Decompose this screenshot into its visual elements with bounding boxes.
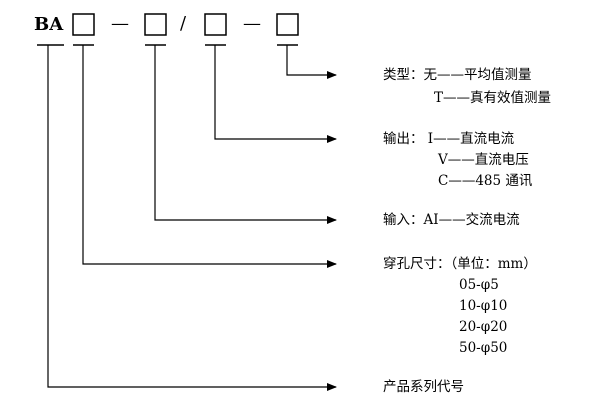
input-line-1: 输入：AI——交流电流 (383, 212, 520, 228)
field-box-3 (204, 13, 227, 36)
aperture-size-20: 20-φ20 (459, 319, 508, 335)
leader-output (214, 45, 337, 143)
field-box-1 (72, 13, 95, 36)
aperture-size-10: 10-φ10 (459, 298, 508, 314)
output-line-2: V——直流电压 (438, 152, 529, 168)
field-box-2 (144, 13, 167, 36)
leader-input (154, 45, 337, 224)
output-line-3: C——485 通讯 (438, 173, 533, 189)
aperture-size-05: 05-φ5 (459, 277, 499, 293)
leader-aperture (82, 45, 337, 268)
output-line-1: 输出： I——直流电流 (383, 131, 515, 147)
type-line-2: T——真有效值测量 (434, 90, 552, 106)
leader-type (286, 45, 337, 79)
series-label: 产品系列代号 (383, 379, 464, 395)
leader-series (47, 45, 337, 391)
code-dash-1: — (111, 13, 129, 34)
code-dash-2: — (243, 13, 261, 34)
code-slash: / (180, 13, 187, 34)
code-prefix: BA (34, 14, 64, 35)
aperture-heading: 穿孔尺寸：（单位：mm） (383, 256, 537, 272)
field-box-4 (276, 13, 299, 36)
type-line-1: 类型：无——平均值测量 (383, 67, 532, 83)
aperture-size-50: 50-φ50 (459, 340, 508, 356)
